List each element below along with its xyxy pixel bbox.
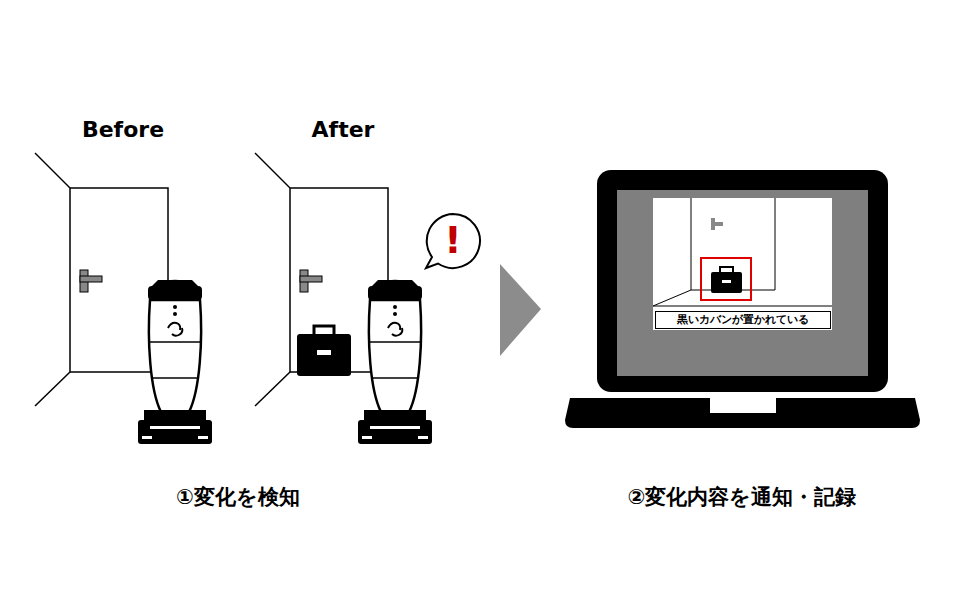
step-caption: ②変化内容を通知・記録 — [628, 483, 857, 511]
detection-box — [701, 258, 751, 300]
wall-line — [255, 153, 290, 188]
wall-line — [35, 153, 70, 188]
alert-mark: ! — [444, 220, 461, 262]
laptop-display — [617, 190, 868, 376]
wall-line — [35, 372, 70, 406]
touchpad — [710, 397, 776, 413]
laptop-screen-bezel — [597, 170, 888, 392]
laptop — [565, 170, 920, 428]
scene-heading: Before — [82, 117, 164, 142]
camera-scene — [653, 198, 832, 306]
wall-line — [255, 372, 290, 406]
security-robot — [138, 280, 212, 444]
door-handle — [300, 270, 322, 292]
speech-bubble: ! — [424, 212, 482, 270]
caption-box: 黒いカバンが置かれている — [655, 311, 831, 329]
bubble-shape — [426, 214, 480, 268]
black-bag — [711, 267, 742, 293]
door-handle — [711, 218, 723, 230]
laptop-base — [565, 398, 920, 428]
scene-heading: After — [312, 117, 375, 142]
security-robot — [358, 280, 432, 444]
camera-image — [653, 198, 832, 330]
caption-text: 黒いカバンが置かれている — [677, 314, 809, 326]
after-scene — [255, 153, 388, 406]
before-scene — [35, 153, 168, 406]
black-bag — [297, 326, 351, 376]
step-caption: ①変化を検知 — [176, 483, 300, 511]
flow-arrow — [500, 264, 541, 356]
door-handle — [80, 270, 102, 292]
